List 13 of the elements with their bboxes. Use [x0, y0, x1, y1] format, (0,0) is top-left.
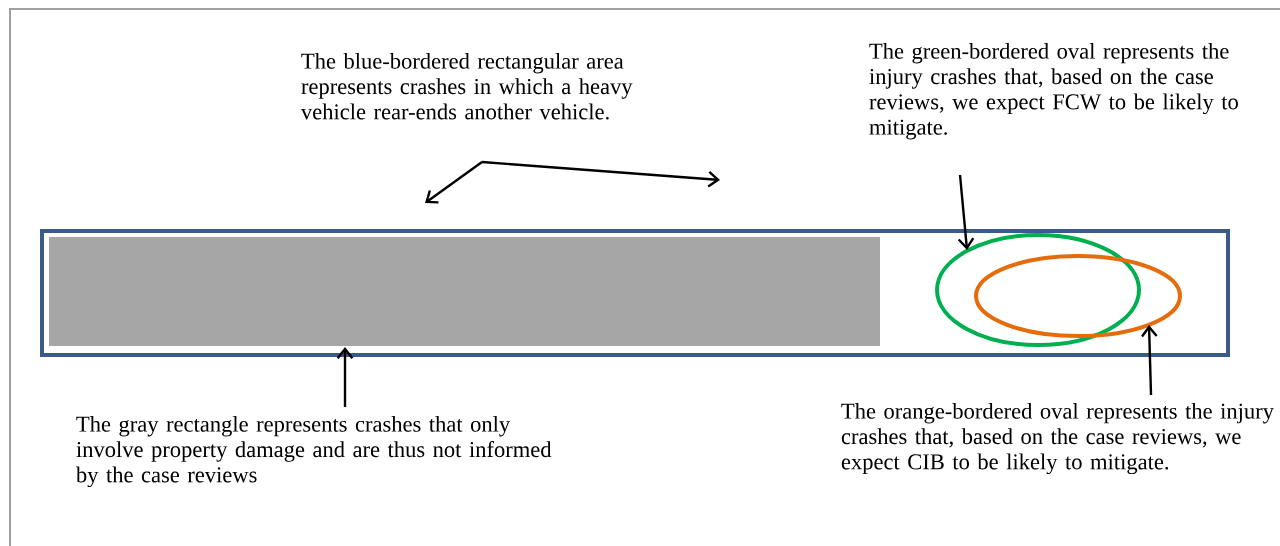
- oval: [935, 233, 1141, 347]
- arrow: [957, 174, 975, 250]
- arrow: [336, 347, 354, 407]
- oval: [974, 254, 1182, 338]
- arrow: [481, 160, 720, 188]
- rectangle-area: [49, 237, 880, 346]
- rectangle-area: [40, 229, 1230, 357]
- arrow: [1141, 325, 1158, 396]
- annotation-text: The blue-bordered rectangular area represents crashes in which a heavy vehicle rear-ends another vehicle.: [300, 52, 633, 120]
- arrow: [425, 161, 483, 204]
- annotation-text: The green-bordered oval represents the injury crashes that, based on the case reviews, we expect FCW to be likely to mitigate.: [869, 42, 1238, 140]
- annotation-text: The orange-bordered oval represents the injury crashes that, based on the case reviews, we expect CIB to be likely to mitigate.: [841, 402, 1274, 475]
- annotation-text: The gray rectangle represents crashes that only involve property damage and are thus not informed by the case reviews: [75, 415, 552, 488]
